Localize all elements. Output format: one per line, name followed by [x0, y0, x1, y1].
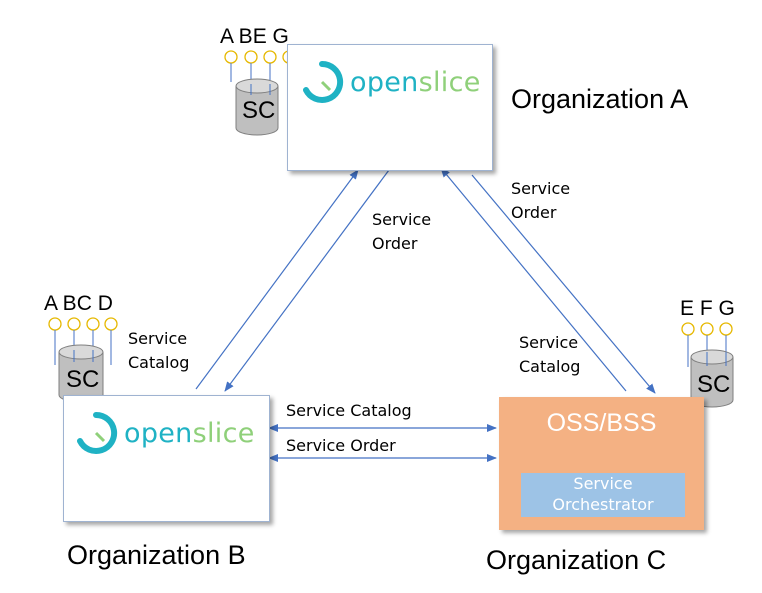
- openslice-logo-icon: [303, 60, 344, 103]
- arrow-c-to-a: [440, 167, 627, 392]
- organization-b-title: Organization B: [67, 540, 246, 570]
- arrow-a-to-c: [471, 174, 656, 394]
- openslice-box-a: openslice: [287, 44, 493, 171]
- openslice-logo-icon: [77, 411, 118, 454]
- openslice-logo-b: openslice: [74, 411, 255, 455]
- organization-c-title: Organization C: [486, 545, 667, 575]
- edge-label-line: Order: [511, 203, 557, 222]
- openslice-box-b: openslice: [63, 395, 270, 522]
- store-label-a: SC: [242, 97, 276, 124]
- edge-label-line: Service: [128, 329, 188, 348]
- service-catalog-store-c: [681, 322, 734, 408]
- oss-bss-title: OSS/BSS: [546, 409, 657, 437]
- orchestrator-line2: Orchestrator: [552, 495, 654, 514]
- openslice-logo-a: openslice: [300, 60, 481, 104]
- orchestrator-line1: Service: [573, 474, 633, 493]
- edge-label-line: Service: [519, 333, 579, 352]
- edge-label-b-a: Service Catalog: [128, 327, 189, 375]
- logo-slice-text: slice: [192, 417, 255, 449]
- edge-label-c-a: Service Order: [511, 177, 570, 225]
- edge-label-a-b: Service Order: [372, 208, 431, 256]
- service-catalog-store-b: [48, 317, 118, 403]
- catalog-letters-c: E F G: [680, 297, 735, 320]
- edge-label-line: Service: [372, 210, 432, 229]
- logo-open-text: open: [350, 66, 419, 98]
- oss-bss-box: OSS/BSS Service Orchestrator: [499, 397, 704, 530]
- edge-label-b-c-order: Service Order: [286, 436, 396, 455]
- arrow-b-to-a: [195, 169, 359, 390]
- organization-a-title: Organization A: [511, 84, 689, 114]
- edge-label-line: Service: [511, 179, 571, 198]
- store-label-c: SC: [697, 371, 731, 398]
- edge-label-b-c-catalog: Service Catalog: [286, 401, 412, 420]
- arrow-a-to-b: [224, 169, 390, 392]
- catalog-letters-a: A BE G: [220, 25, 289, 48]
- edge-label-line: Order: [372, 234, 418, 253]
- edge-label-a-c: Service Catalog: [519, 331, 580, 379]
- edge-label-line: Catalog: [519, 357, 581, 376]
- service-orchestrator-box: Service Orchestrator: [521, 473, 685, 517]
- logo-open-text: open: [124, 417, 193, 449]
- store-label-b: SC: [66, 366, 100, 393]
- catalog-letters-b: A BC D: [44, 292, 113, 315]
- edge-label-line: Catalog: [128, 353, 190, 372]
- logo-slice-text: slice: [418, 66, 481, 98]
